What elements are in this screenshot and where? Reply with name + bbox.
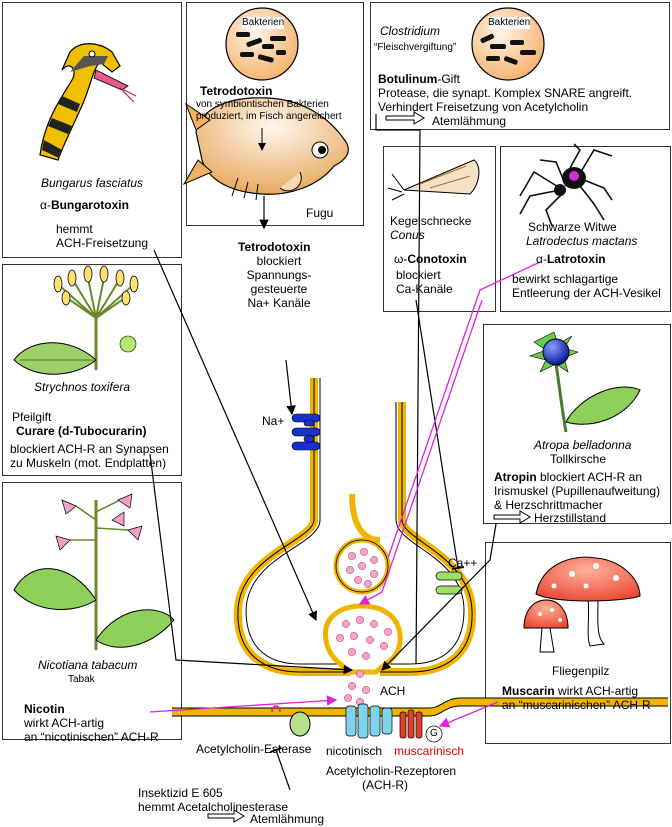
widow-toxin-name: Latrotoxin — [546, 252, 606, 266]
fugu-bacteria-label: Bakterien — [242, 17, 285, 29]
snake-toxin-name: Bungarotoxin — [50, 198, 129, 212]
clostridium-line-2: Verhindert Freisetzung von Acetylcholin — [378, 100, 589, 114]
botulinum-suffix: -Gift — [437, 72, 460, 86]
insecticide-arrow-text: Atemlähmung — [250, 812, 325, 826]
nicotin-toxin: Nicotin — [24, 702, 65, 716]
tobacco-plant-icon — [13, 493, 175, 650]
widow-panel — [500, 146, 671, 312]
widow-toxin: α-Latrotoxin — [536, 252, 606, 266]
postsynaptic-membrane — [172, 697, 668, 717]
fugu-effect-1: blockiert — [256, 254, 302, 268]
muscarin-line-1: wirkt ACH-artig — [554, 684, 639, 698]
fliegenpilz-name: Fliegenpilz — [552, 664, 610, 678]
widow-toxin-prefix: α- — [536, 252, 547, 266]
atropa-arrow-text: Herzstillstand — [534, 511, 607, 525]
fugu-fish-icon — [182, 97, 349, 201]
vesicle-upper — [333, 537, 391, 595]
fugu-label: Fugu — [306, 206, 334, 220]
snake-icon — [39, 43, 137, 161]
vesicle-docking — [323, 603, 403, 675]
atropa-effect-2: Irismuskel (Pupillenaufweitung) — [494, 484, 661, 498]
strychnos-species: Strychnos toxifera — [34, 380, 131, 394]
receptors-label-1: Acetylcholin-Rezeptoren — [326, 764, 457, 778]
atropa-species: Atropa belladonna — [534, 438, 632, 452]
atropin-name: Atropin — [494, 470, 537, 484]
atropa-effect-3: & Herzschrittmacher — [494, 498, 603, 512]
conus-effect-2: Ca-Kanäle — [396, 282, 453, 296]
pointer-lines — [149, 114, 497, 791]
presynaptic-membrane — [233, 378, 477, 676]
sodium-channel-icon — [291, 413, 321, 451]
widow-effect-1: bewirkt schlagartige — [512, 272, 619, 286]
snake-species: Bungarus fasciatus — [40, 176, 144, 190]
widow-name-2: Latrodectus mactans — [526, 234, 638, 248]
muscarinic-label: muscarinisch — [394, 744, 465, 758]
fugu-desc-2: produziert, im Fisch angereichert — [196, 111, 342, 122]
nicotiana-effect-2: an “nicotinischen” ACH-R — [24, 730, 159, 744]
g-protein-label: G — [430, 728, 438, 739]
insecticide-line-1: Insektizid E 605 — [138, 786, 223, 800]
widow-name-1: Schwarze Witwe — [528, 220, 617, 234]
clostridium-toxin: Botulinum-Gift — [378, 72, 460, 86]
atropa-plant-icon — [528, 331, 641, 433]
fugu-effect-2: Spannungs- — [246, 268, 312, 282]
snake-toxin: α-Bungarotoxin — [40, 198, 129, 212]
clostridium-genus: Clostridium — [380, 24, 441, 38]
atropa-effect-1: Atropin blockiert ACH-R an — [494, 470, 642, 484]
conus-name-2: Conus — [390, 228, 425, 242]
esterase-enzyme-icon — [271, 705, 311, 737]
clostridium-arrow-text: Atemlähmung — [432, 114, 507, 128]
fly-agaric-icon — [523, 556, 641, 653]
fugu-effect-3: gesteuerte — [250, 282, 308, 296]
snake-effect-2: ACH-Freisetzung — [56, 236, 149, 250]
nicotinic-label: nicotinisch — [326, 744, 383, 758]
strychnos-line-2: blockiert ACH-R an Synapsen — [10, 442, 169, 456]
conus-toxin-name: Conotoxin — [407, 252, 467, 266]
insecticide-arrow-icon — [207, 809, 245, 823]
sodium-label: Na+ — [262, 414, 285, 428]
widow-effect-2: Entleerung der ACH-Vesikel — [512, 286, 661, 300]
atemlaehmung-arrow-icon — [385, 111, 425, 125]
nicotiana-species: Nicotiana tabacum — [38, 658, 138, 672]
snake-effect-1: hemmt — [56, 222, 93, 236]
strychnos-line-3: zu Muskeln (mot. Endplatten) — [10, 456, 167, 470]
magenta-arrows — [149, 261, 541, 728]
conus-toxin: ω-Conotoxin — [394, 252, 467, 266]
nicotiana-effect-1: wirkt ACH-artig — [24, 716, 105, 730]
conus-effect-1: blockiert — [396, 268, 441, 282]
nicotiana-common: Tabak — [68, 674, 95, 685]
fugu-effect-4: Na+ Kanäle — [247, 296, 311, 310]
insecticide-line-2: hemmt Acetalcholinesterase — [138, 800, 289, 814]
strychnos-line-1: Pfeilgift — [12, 410, 52, 424]
clostridium-bacteria-label: Bakterien — [488, 17, 531, 29]
cone-snail-icon — [387, 159, 480, 201]
clostridium-note: “Fleischvergiftung” — [374, 42, 457, 53]
ach-molecules — [344, 670, 370, 706]
strychnos-plant-icon — [13, 265, 139, 375]
nicotinic-receptor-icon — [345, 703, 393, 739]
conus-toxin-prefix: ω- — [394, 252, 408, 266]
muscarin-effect-2: an “muscarinischen” ACH-R — [502, 698, 651, 712]
muscarin-effect-1: Muscarin wirkt ACH-artig — [502, 684, 638, 698]
conus-name-1: Kegelschnecke — [390, 214, 472, 228]
atropa-line-1: blockiert ACH-R an — [536, 470, 643, 484]
calcium-channel-icon — [435, 571, 463, 595]
fugu-toxin: Tetrodotoxin — [200, 84, 273, 98]
fliegenpilz-panel — [485, 542, 671, 744]
calcium-label: Ca++ — [448, 556, 478, 570]
snake-toxin-prefix: α- — [40, 198, 51, 212]
muscarin-name: Muscarin — [502, 684, 555, 698]
receptors-label-2: (ACH-R) — [362, 778, 408, 792]
herzstillstand-arrow-icon — [493, 510, 531, 524]
fugu-desc-1: von symbiontischen Bakterien — [196, 99, 329, 110]
ach-label: ACH — [380, 684, 406, 698]
clostridium-line-1: Protease, die synapt. Komplex SNARE angr… — [378, 86, 633, 100]
curare-toxin: Curare (d-Tubocurarin) — [16, 424, 147, 438]
atropa-common: Tollkirsche — [550, 452, 607, 466]
muscarinic-receptor-icon — [399, 709, 443, 743]
black-widow-icon — [519, 143, 613, 227]
esterase-label: Acetylcholin-Esterase — [196, 742, 312, 756]
botulinum-name: Botulinum — [378, 72, 438, 86]
fugu-toxin-2: Tetrodotoxin — [238, 240, 311, 254]
